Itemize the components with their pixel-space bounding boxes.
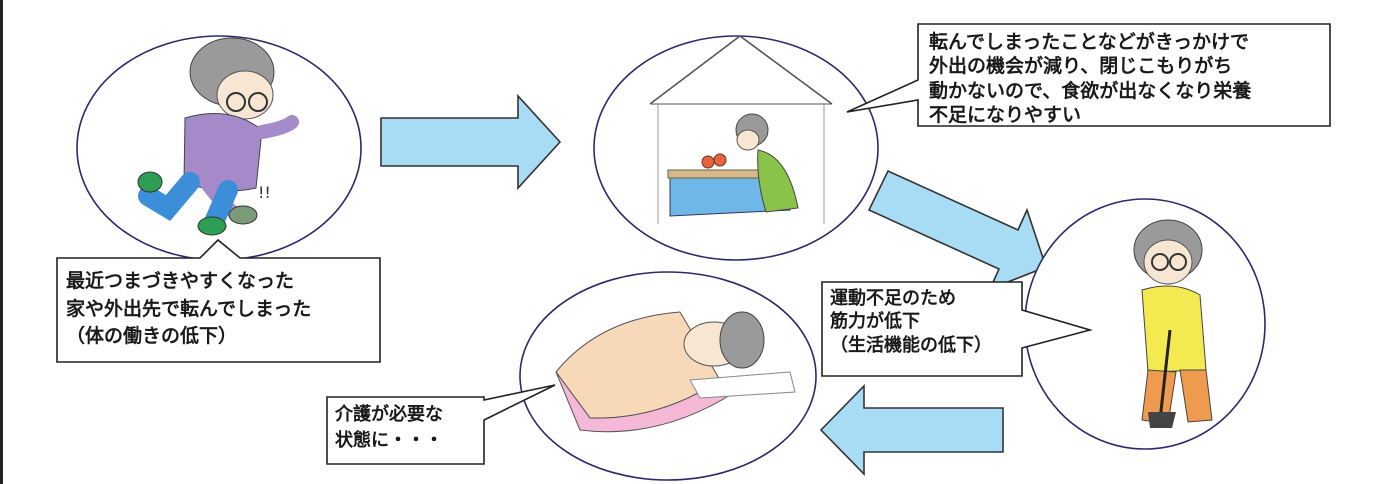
arrow-diagonal xyxy=(867,169,1047,291)
house-line-3: 動かないので、食欲が出なくなり栄養 xyxy=(929,79,1252,102)
muscle-scene xyxy=(1024,198,1266,450)
muscle-line-2: 筋力が低下 xyxy=(830,311,920,333)
arrow-left xyxy=(819,384,1004,476)
house-callout: 転んでしまったことなどがきっかけで 外出の機会が減り、閉じこもりがち 動かないの… xyxy=(929,30,1251,127)
left-border xyxy=(0,0,3,484)
care-line-2: 状態に・・・ xyxy=(335,430,443,452)
house-circle xyxy=(593,35,879,261)
house-line-1: 転んでしまったことなどがきっかけで xyxy=(929,31,1249,53)
stumble-line-3: （体の働きの低下） xyxy=(66,325,238,348)
muscle-line-1: 運動不足のため xyxy=(830,288,956,309)
care-scene xyxy=(519,271,817,481)
stumble-line-1: 最近つまづきやすくなった xyxy=(66,270,295,292)
house-roof xyxy=(649,35,833,105)
house-scene xyxy=(593,35,879,261)
muscle-callout-box xyxy=(821,281,1093,377)
muscle-line-3: （生活機能の低下） xyxy=(830,334,992,356)
care-callout: 介護が必要な 状態に・・・ xyxy=(335,402,443,454)
house-line-4: 不足になりやすい xyxy=(929,103,1082,126)
stumble-line-2: 家や外出先で転んでしまった xyxy=(66,297,312,320)
svg-text:!!: !! xyxy=(258,183,271,202)
care-line-1: 介護が必要な xyxy=(335,404,443,425)
glasses-icon xyxy=(226,92,246,112)
muscle-callout: 運動不足のため 筋力が低下 （生活機能の低下） xyxy=(830,287,992,357)
house-line-2: 外出の機会が減り、閉じこもりがち xyxy=(929,55,1233,78)
stumble-callout-box xyxy=(56,238,381,363)
arrow-right xyxy=(380,93,562,191)
stumble-scene: !! xyxy=(76,35,362,261)
cane-icon xyxy=(1158,329,1172,421)
house-callout-box xyxy=(846,23,1331,127)
stumble-callout: 最近つまづきやすくなった 家や外出先で転んでしまった （体の働きの低下） xyxy=(66,268,311,351)
care-callout-box xyxy=(326,384,556,465)
